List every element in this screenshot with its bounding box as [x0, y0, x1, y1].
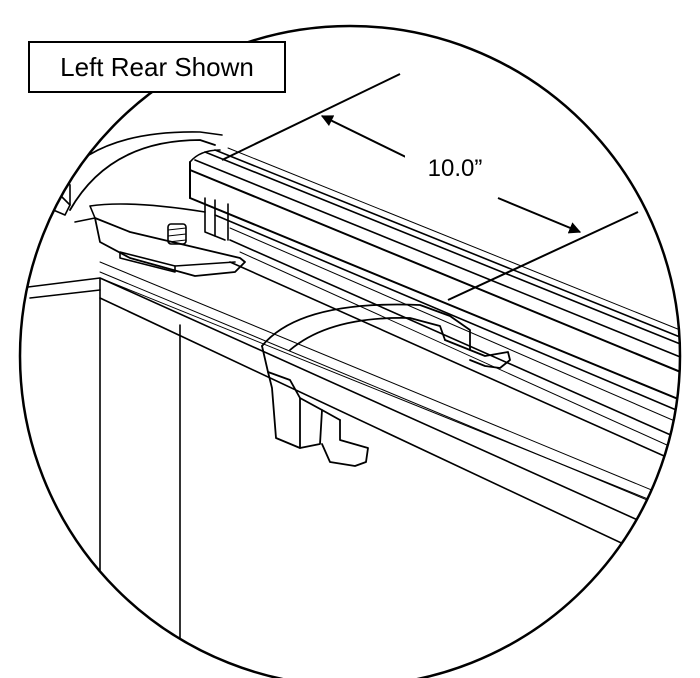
- view-caption: Left Rear Shown: [28, 41, 286, 93]
- dimension-10in: [221, 73, 639, 301]
- rail-clamp: [261, 303, 511, 467]
- dimension-arrow-left: [320, 115, 413, 161]
- corner-bracket: [29, 131, 246, 277]
- extension-line-end: [447, 211, 639, 301]
- dimension-arrow-right: [497, 197, 582, 234]
- extension-line-start: [221, 73, 401, 161]
- dimension-label: 10.0”: [405, 152, 505, 186]
- detail-circle: [18, 24, 682, 678]
- bed-side-wall: [20, 277, 680, 678]
- side-rail: [99, 147, 680, 523]
